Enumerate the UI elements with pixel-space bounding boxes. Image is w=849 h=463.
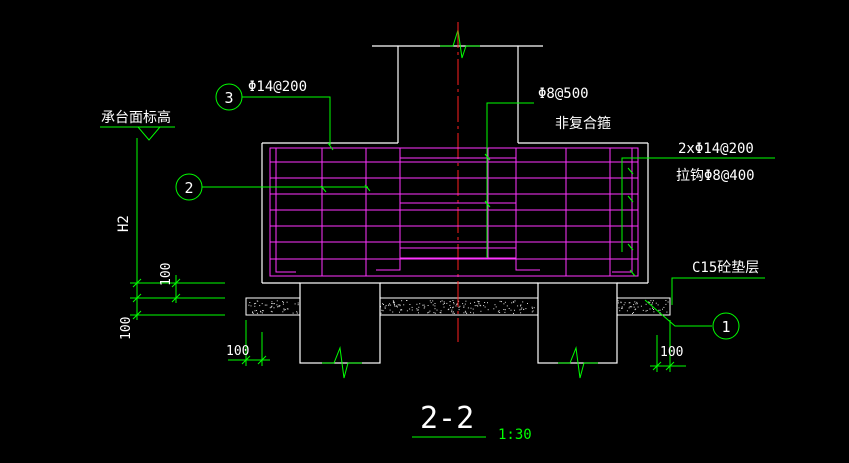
elevation-symbol: [136, 126, 162, 141]
top-rebar-label: Φ14@200: [248, 79, 307, 95]
dim-100-left-label: 100: [226, 344, 249, 359]
svg-text:3: 3: [224, 89, 233, 107]
stirrup-note-label: 非复合箍: [555, 115, 611, 132]
leader-lines: [100, 96, 775, 327]
marker-1: 1: [712, 312, 740, 340]
marker-3: 3: [215, 83, 243, 111]
dimension-lines: [130, 138, 686, 372]
side-rebar-label: 2xΦ14@200: [678, 141, 754, 157]
tie-bar-label: 拉钩Φ8@400: [676, 168, 755, 184]
piles: [299, 282, 618, 364]
dim-100-upper-label: 100: [159, 263, 174, 286]
marker-2: 2: [175, 173, 203, 201]
cushion-layer-label: C15砼垫层: [692, 260, 759, 276]
pile-break-symbols: [322, 346, 598, 379]
stirrup-label: Φ8@500: [538, 86, 589, 102]
dim-h2-label: H2: [116, 215, 132, 232]
cap-top-elevation-label: 承台面标高: [101, 109, 171, 126]
cushion-hatch: [248, 300, 669, 314]
dim-100-right-label: 100: [660, 345, 683, 360]
section-title: 2-2: [420, 401, 474, 436]
column-break-symbol: [440, 29, 480, 59]
svg-text:2: 2: [184, 179, 193, 197]
svg-text:1: 1: [721, 318, 730, 336]
scale-label: 1:30: [498, 427, 532, 443]
rebar-cage: [269, 147, 639, 277]
pile-cap-outline: [261, 143, 649, 284]
dim-100-lower-label: 100: [119, 317, 134, 340]
